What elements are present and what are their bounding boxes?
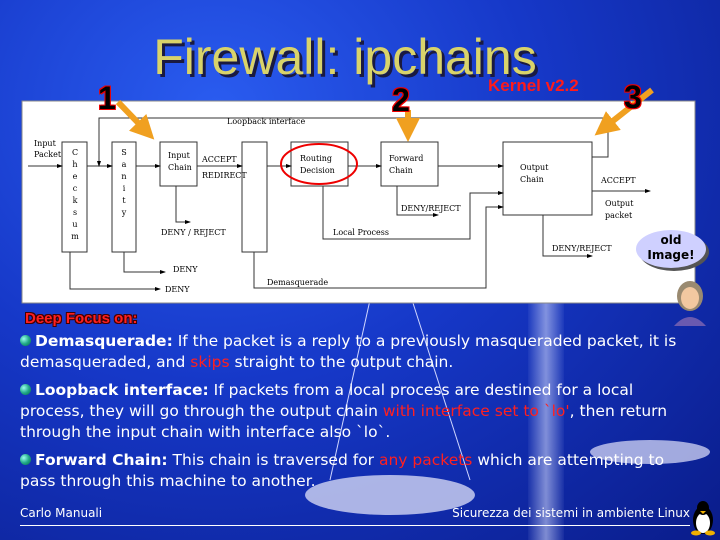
marker-1: 1 — [98, 80, 116, 116]
bullet-forward-chain: Forward Chain: This chain is traversed f… — [20, 450, 692, 492]
bullet-highlight: with interface set to `lo' — [382, 402, 570, 420]
input-deny-label: DENY / REJECT — [161, 228, 226, 237]
demasquerade-label: Demasquerade — [267, 278, 328, 287]
bullet-text: , then return through the input chain wi… — [20, 402, 668, 441]
marker-2: 2 — [392, 82, 410, 118]
pointer-arrow-3 — [594, 87, 654, 136]
bullet-demasquerade: Demasquerade: If the packet is a reply t… — [20, 331, 692, 373]
redirect-label: REDIRECT — [202, 171, 247, 180]
bullet-highlight: any packets — [378, 451, 473, 469]
sanity-deny-label: DENY — [173, 265, 198, 274]
svg-text:h: h — [72, 160, 77, 169]
bullet-text: This chain is traversed for — [167, 451, 379, 469]
globe-bullet-icon — [20, 335, 31, 346]
bullet-text: If the packet is a reply to a previously… — [20, 332, 677, 371]
loopback-interface-label: Loopback interface — [227, 117, 306, 126]
output-packet-label: Output — [605, 199, 634, 208]
tux-penguin-icon — [691, 501, 715, 536]
checksum-deny-label: DENY — [165, 285, 190, 294]
person-cartoon-icon — [674, 281, 706, 326]
input-chain-label: Input — [168, 151, 191, 160]
input-packet-label: Input — [34, 139, 57, 148]
output-chain-label: Output — [520, 163, 549, 172]
globe-bullet-icon — [20, 384, 31, 395]
input-packet-label: Packet — [34, 150, 62, 159]
accept-label: ACCEPT — [201, 155, 237, 164]
bullet-list: Demasquerade: If the packet is a reply t… — [20, 331, 692, 499]
bullet-term: Forward Chain: — [35, 451, 168, 469]
bullet-term: Demasquerade: — [35, 332, 173, 350]
local-process-label: Local Process — [333, 228, 389, 237]
output-chain-box — [502, 141, 593, 216]
focus-heading: Deep Focus on: — [25, 310, 138, 327]
routing-decision-label: Routing — [300, 154, 332, 163]
svg-text:y: y — [121, 208, 127, 217]
forward-chain-label: Chain — [389, 166, 413, 175]
checksum-label: Ch ec ks um — [71, 148, 79, 241]
globe-bullet-icon — [20, 454, 31, 465]
output-chain-label: Chain — [520, 175, 544, 184]
bullet-text: which are attempting to pass through thi… — [20, 451, 665, 490]
svg-text:C: C — [72, 148, 78, 157]
svg-text:t: t — [122, 196, 126, 205]
svg-text:k: k — [73, 196, 78, 205]
svg-text:e: e — [73, 172, 78, 181]
svg-text:S: S — [121, 148, 126, 157]
background-column — [528, 300, 564, 540]
old-image-callout: old Image! — [636, 230, 706, 268]
svg-text:i: i — [123, 184, 126, 193]
svg-text:n: n — [121, 172, 126, 181]
bullet-term: Loopback interface: — [35, 381, 209, 399]
footer-divider — [20, 525, 690, 526]
forward-deny-label: DENY/REJECT — [401, 204, 461, 213]
bullet-highlight: skips — [190, 353, 230, 371]
callout-line: old — [660, 233, 682, 247]
svg-text:u: u — [72, 220, 77, 229]
forward-chain-label: Forward — [389, 154, 423, 163]
output-packet-label: packet — [605, 211, 633, 220]
pointer-arrow-1 — [115, 99, 155, 140]
footer-course: Sicurezza dei sistemi in ambiente Linux — [452, 506, 690, 520]
bullet-text: If packets from a local process are dest… — [20, 381, 634, 420]
output-deny-label: DENY/REJECT — [552, 244, 612, 253]
output-accept-label: ACCEPT — [600, 176, 636, 185]
checksum-box — [61, 141, 88, 253]
svg-text:s: s — [73, 208, 77, 217]
kernel-version-label: Kernel v2.2 — [488, 76, 579, 95]
callout-line: Image! — [647, 248, 695, 262]
slide-title: Firewall: ipchains — [153, 29, 537, 85]
footer-author: Carlo Manuali — [20, 506, 103, 520]
routing-decision-label: Decision — [300, 166, 335, 175]
svg-text:m: m — [71, 232, 79, 241]
bullet-text: straight to the output chain. — [229, 353, 454, 371]
bullet-loopback: Loopback interface: If packets from a lo… — [20, 380, 692, 443]
svg-text:c: c — [73, 184, 78, 193]
svg-text:a: a — [122, 160, 127, 169]
input-chain-label: Chain — [168, 163, 192, 172]
marker-3: 3 — [624, 79, 642, 115]
sanity-label: Sa ni ty — [121, 148, 127, 217]
routing-highlight-ellipse — [280, 143, 358, 185]
